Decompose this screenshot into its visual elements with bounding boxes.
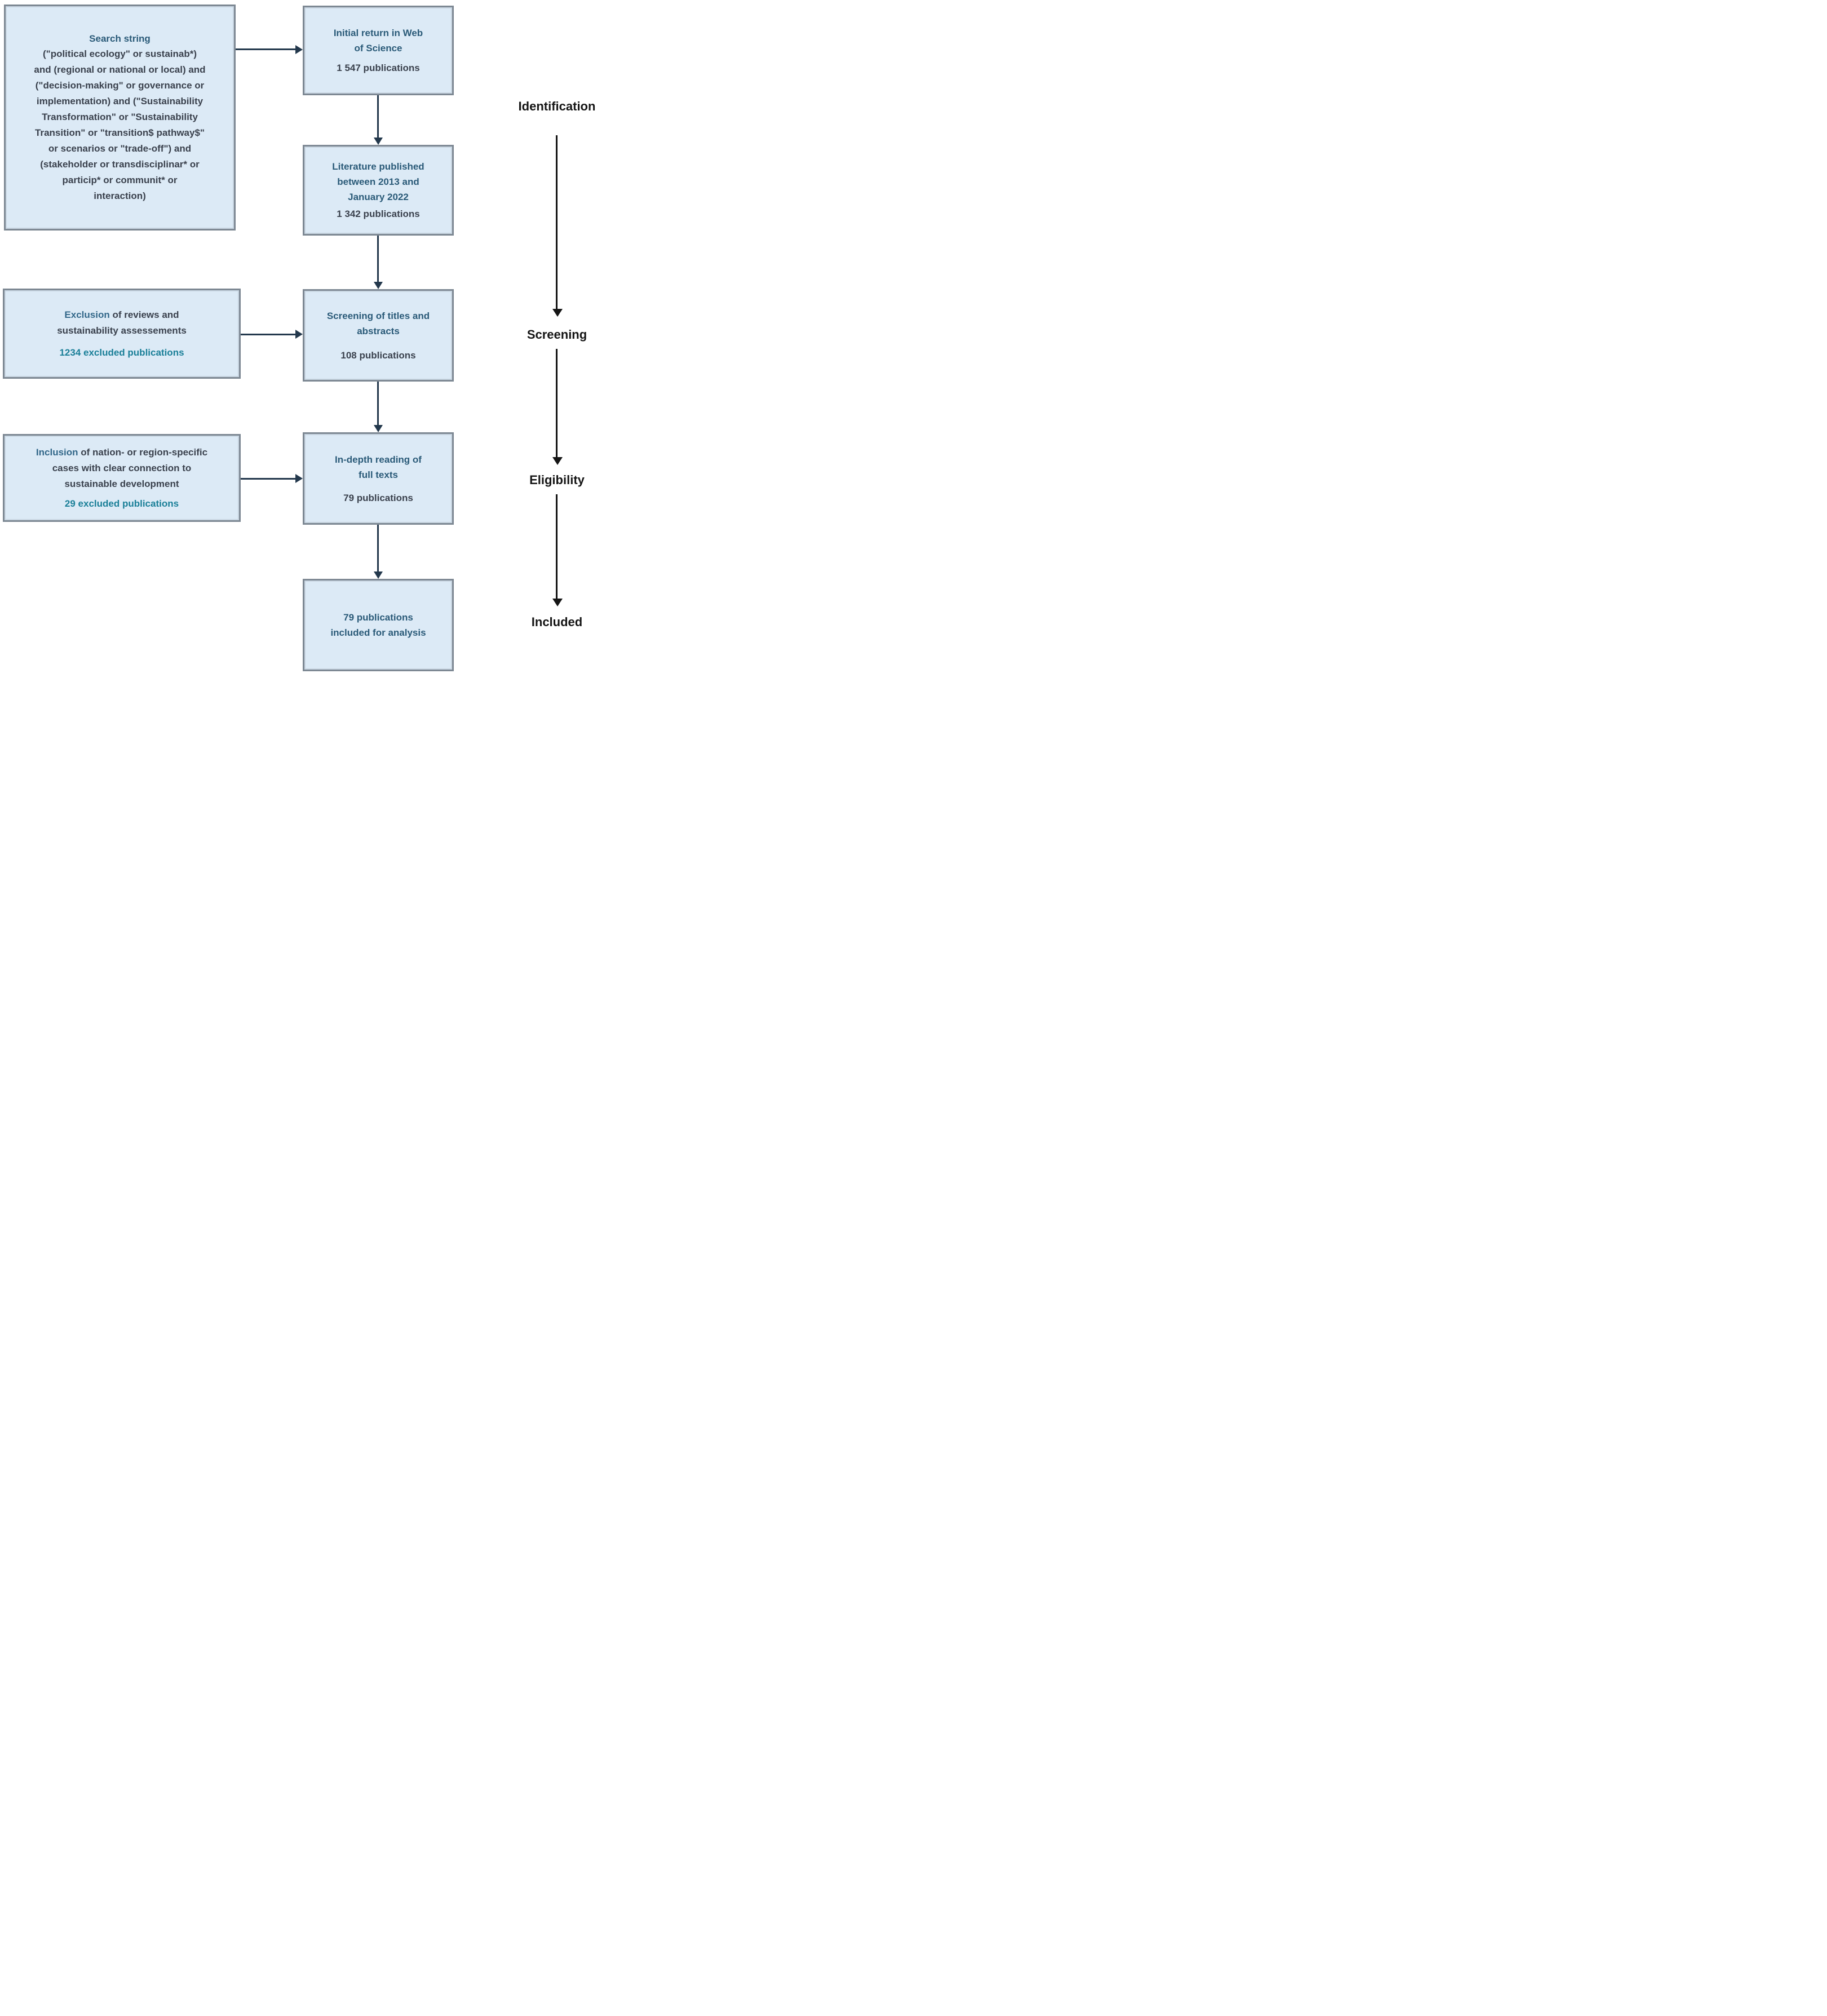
- screening-count: 108 publications: [340, 349, 416, 361]
- screening-titles-box: Screening of titles and abstracts 108 pu…: [303, 289, 454, 382]
- search-string-line: particip* or communit* or: [62, 175, 178, 185]
- exclusion-lead-word: Exclusion: [64, 309, 110, 320]
- literature-title-line: between 2013 and: [337, 176, 419, 187]
- screening-title-line: Screening of titles and: [326, 310, 430, 321]
- search-string-line: interaction): [94, 190, 146, 201]
- search-string-title: Search string: [89, 33, 151, 44]
- screening-title-line: abstracts: [357, 325, 400, 336]
- final-title-line: included for analysis: [330, 627, 426, 638]
- literature-title-line: January 2022: [348, 192, 409, 202]
- in-depth-title-line: full texts: [359, 469, 398, 480]
- search-string-line: and (regional or national or local) and: [34, 64, 206, 75]
- exclusion-line: sustainability assessements: [57, 325, 187, 336]
- literature-published-box: Literature published between 2013 and Ja…: [303, 145, 454, 236]
- initial-return-count: 1 547 publications: [337, 63, 420, 73]
- inclusion-box: Inclusion of nation- or region-specific …: [3, 434, 241, 522]
- inclusion-line-rest: of nation- or region-specific: [78, 447, 208, 458]
- initial-return-title-line: Initial return in Web: [333, 28, 423, 38]
- stage-label-included: Included: [531, 615, 583, 629]
- literature-title-line: Literature published: [332, 161, 424, 172]
- exclusion-line-rest: of reviews and: [109, 309, 179, 320]
- search-string-box: Search string ("political ecology" or su…: [4, 5, 236, 231]
- inclusion-line: cases with clear connection to: [52, 463, 192, 473]
- search-string-line: Transition" or "transition$ pathway$": [35, 127, 205, 138]
- stage-label-eligibility: Eligibility: [529, 473, 585, 487]
- in-depth-reading-box: In-depth reading of full texts 79 public…: [303, 432, 454, 525]
- inclusion-lead-word: Inclusion: [36, 447, 78, 458]
- final-title-line: 79 publications: [343, 612, 413, 623]
- search-string-line: ("political ecology" or sustainab*): [42, 48, 197, 59]
- inclusion-line: Inclusion of nation- or region-specific: [36, 445, 207, 460]
- initial-return-box: Initial return in Web of Science 1 547 p…: [303, 6, 454, 95]
- stage-label-screening: Screening: [527, 327, 587, 342]
- inclusion-line: sustainable development: [64, 478, 179, 489]
- search-string-line: Transformation" or "Sustainability: [42, 112, 198, 122]
- exclusion-box: Exclusion of reviews and sustainability …: [3, 289, 241, 379]
- inclusion-excluded-count: 29 excluded publications: [64, 498, 179, 509]
- search-string-line: implementation) and ("Sustainability: [36, 96, 204, 107]
- stage-label-identification: Identification: [518, 99, 596, 113]
- final-included-box: 79 publications included for analysis: [303, 579, 454, 671]
- exclusion-line: Exclusion of reviews and: [64, 307, 179, 323]
- in-depth-count: 79 publications: [343, 492, 413, 503]
- in-depth-title-line: In-depth reading of: [335, 454, 422, 465]
- search-string-line: ("decision-making" or governance or: [35, 80, 205, 91]
- search-string-line: (stakeholder or transdisciplinar* or: [40, 159, 200, 170]
- flowchart-canvas: Search string ("political ecology" or su…: [0, 0, 609, 672]
- search-string-line: or scenarios or "trade-off") and: [48, 143, 192, 154]
- exclusion-excluded-count: 1234 excluded publications: [59, 347, 184, 358]
- initial-return-title-line: of Science: [354, 43, 402, 54]
- literature-count: 1 342 publications: [337, 209, 420, 219]
